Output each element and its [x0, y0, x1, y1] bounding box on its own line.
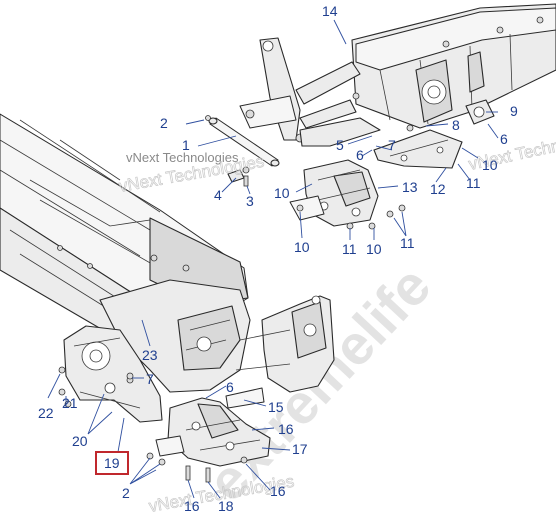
- callout-3[interactable]: 3: [246, 193, 254, 209]
- callout-16-low[interactable]: 16: [270, 483, 286, 499]
- callout-19[interactable]: 19: [104, 455, 120, 471]
- callout-21[interactable]: 21: [62, 395, 78, 411]
- callout-8[interactable]: 8: [452, 117, 460, 133]
- callout-6-mid[interactable]: 6: [356, 147, 364, 163]
- callout-16-bottom[interactable]: 16: [184, 498, 200, 513]
- callout-7-left[interactable]: 7: [146, 371, 154, 387]
- callout-10-right[interactable]: 10: [482, 157, 498, 173]
- callout-14[interactable]: 14: [322, 3, 338, 19]
- callout-13[interactable]: 13: [402, 179, 418, 195]
- shaft-part-1: [205, 115, 280, 167]
- callout-20[interactable]: 20: [72, 433, 88, 449]
- callout-4[interactable]: 4: [214, 187, 222, 203]
- callout-6-right[interactable]: 6: [500, 131, 508, 147]
- callout-15[interactable]: 15: [268, 399, 284, 415]
- callout-10-b[interactable]: 10: [366, 241, 382, 257]
- plate-part-9: [465, 99, 495, 125]
- front-tunnel-assembly: [0, 113, 335, 393]
- callout-11-right[interactable]: 11: [466, 175, 481, 191]
- callout-11-b[interactable]: 11: [400, 235, 415, 251]
- callout-16-right[interactable]: 16: [278, 421, 294, 437]
- callout-12[interactable]: 12: [430, 181, 446, 197]
- watermark-vnext-left: vNext Technologies: [126, 150, 239, 165]
- callout-1[interactable]: 1: [182, 137, 190, 153]
- hardware-bits: [58, 204, 376, 408]
- fastener-parts-3-4: [227, 166, 250, 187]
- callout-11-a[interactable]: 11: [342, 241, 357, 257]
- callout-5[interactable]: 5: [336, 137, 344, 153]
- callout-7-top[interactable]: 7: [388, 137, 396, 153]
- callout-2-low[interactable]: 2: [122, 485, 130, 501]
- callout-17[interactable]: 17: [292, 441, 308, 457]
- callout-labels: 14 9 2 1 8 6 5 7 6 10 10 13 12 11 4 3 10…: [38, 3, 518, 513]
- callout-22[interactable]: 22: [38, 405, 54, 421]
- callout-18[interactable]: 18: [218, 498, 234, 513]
- bracket-part-12: [373, 129, 463, 169]
- callout-2-top[interactable]: 2: [160, 115, 168, 131]
- leader-lines: [47, 19, 499, 499]
- callout-9[interactable]: 9: [510, 103, 518, 119]
- callout-10-lower[interactable]: 10: [294, 239, 310, 255]
- callout-10-mid[interactable]: 10: [274, 185, 290, 201]
- bracket-part-13: [289, 159, 406, 227]
- rear-chassis-assembly: [239, 3, 556, 147]
- drive-plate-assembly: [58, 325, 163, 423]
- callout-6-low[interactable]: 6: [226, 379, 234, 395]
- highlight-box-19: [95, 451, 129, 475]
- callout-23[interactable]: 23: [142, 347, 158, 363]
- watermark-vnext-outline-b: vNext Technologies: [467, 125, 556, 174]
